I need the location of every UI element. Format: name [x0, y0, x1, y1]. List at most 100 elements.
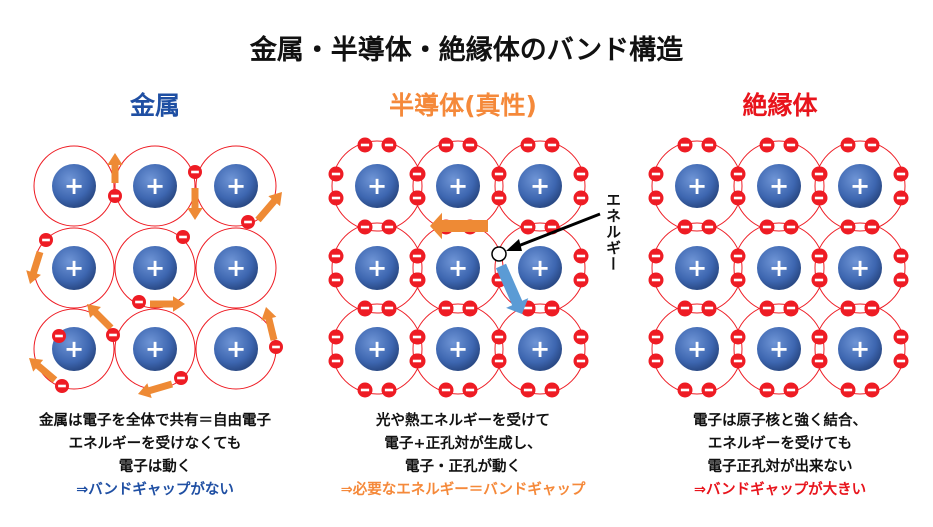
hole-move-arrow [495, 263, 529, 314]
minus-sign [814, 196, 824, 200]
minus-sign [896, 335, 906, 339]
desc-conclusion: ⇒バンドギャップが大きい [693, 482, 867, 498]
minus-sign [867, 388, 877, 392]
electron [357, 219, 373, 235]
desc-line: 電子は動く [118, 459, 192, 475]
nucleus-sphere [52, 246, 96, 290]
electron [730, 353, 746, 369]
orbit [733, 222, 825, 314]
electron [328, 166, 344, 182]
minus-sign [896, 359, 906, 363]
nucleus: + [518, 164, 562, 208]
minus-sign [331, 359, 341, 363]
minus-sign [786, 225, 796, 229]
electron-flow-arrow [26, 250, 44, 284]
electron [381, 137, 397, 153]
electron [491, 353, 507, 369]
electron [491, 329, 507, 345]
plus-sign: + [530, 335, 550, 363]
nucleus-sphere [757, 164, 801, 208]
electron [328, 190, 344, 206]
nucleus: + [436, 164, 480, 208]
desc-line: 電子+正孔対が生成し、 [384, 436, 542, 452]
electron [491, 166, 507, 182]
electron-flow-arrow [138, 380, 173, 399]
minus-sign [465, 306, 475, 310]
electron [648, 353, 664, 369]
electron [438, 137, 454, 153]
electron [328, 353, 344, 369]
nucleus-sphere [214, 246, 258, 290]
minus-sign [547, 388, 557, 392]
electron [677, 219, 693, 235]
minus-sign [733, 278, 743, 282]
minus-sign [494, 196, 504, 200]
electron [328, 272, 344, 288]
minus-sign [651, 196, 661, 200]
orbit [195, 227, 277, 309]
nucleus: + [518, 246, 562, 290]
minus-sign [412, 278, 422, 282]
electron [864, 300, 880, 316]
orbit [33, 308, 115, 390]
nucleus: + [675, 327, 719, 371]
electron [55, 379, 69, 393]
electron [811, 248, 827, 264]
description-metal: 金属は電子を全体で共有＝自由電子 エネルギーを受けなくても 電子は動く ⇒バンド… [0, 410, 315, 502]
nucleus-sphere [838, 327, 882, 371]
electron [381, 300, 397, 316]
electron-flow-arrow [261, 307, 278, 341]
minus-sign [360, 306, 370, 310]
minus-sign [384, 225, 394, 229]
electron [573, 166, 589, 182]
plus-sign: + [769, 335, 789, 363]
minus-sign [523, 143, 533, 147]
nucleus: + [133, 246, 177, 290]
desc-line: エネルギーを受けなくても [68, 436, 242, 452]
page-title: 金属・半導体・絶縁体のバンド構造 [249, 35, 684, 66]
nucleus: + [52, 246, 96, 290]
nucleus-sphere [518, 246, 562, 290]
minus-sign [733, 196, 743, 200]
nucleus-sphere [436, 327, 480, 371]
electron [811, 353, 827, 369]
nucleus-sphere [757, 246, 801, 290]
orbit [494, 303, 586, 395]
plus-sign: + [145, 172, 165, 200]
minus-sign [465, 143, 475, 147]
minus-sign [651, 172, 661, 176]
plus-sign: + [687, 335, 707, 363]
electron [106, 328, 120, 342]
minus-sign [191, 170, 199, 174]
plus-sign: + [850, 172, 870, 200]
electron [573, 248, 589, 264]
electron [730, 190, 746, 206]
electron [840, 219, 856, 235]
minus-sign [547, 225, 557, 229]
minus-sign [786, 388, 796, 392]
minus-sign [576, 335, 586, 339]
nucleus: + [133, 164, 177, 208]
electron [328, 329, 344, 345]
minus-sign [135, 300, 143, 304]
minus-sign [58, 384, 66, 388]
nucleus: + [675, 246, 719, 290]
nucleus: + [757, 164, 801, 208]
minus-sign [762, 143, 772, 147]
minus-sign [704, 388, 714, 392]
minus-sign [331, 335, 341, 339]
plus-sign: + [687, 254, 707, 282]
minus-sign [843, 143, 853, 147]
electron [730, 272, 746, 288]
nucleus: + [675, 164, 719, 208]
electron-flow-arrow [29, 358, 58, 383]
minus-sign [762, 388, 772, 392]
minus-sign [680, 143, 690, 147]
nucleus-sphere [214, 327, 258, 371]
electron [864, 219, 880, 235]
nucleus-sphere [838, 164, 882, 208]
nucleus-sphere [133, 246, 177, 290]
minus-sign [384, 143, 394, 147]
electron [759, 219, 775, 235]
minus-sign [331, 254, 341, 258]
